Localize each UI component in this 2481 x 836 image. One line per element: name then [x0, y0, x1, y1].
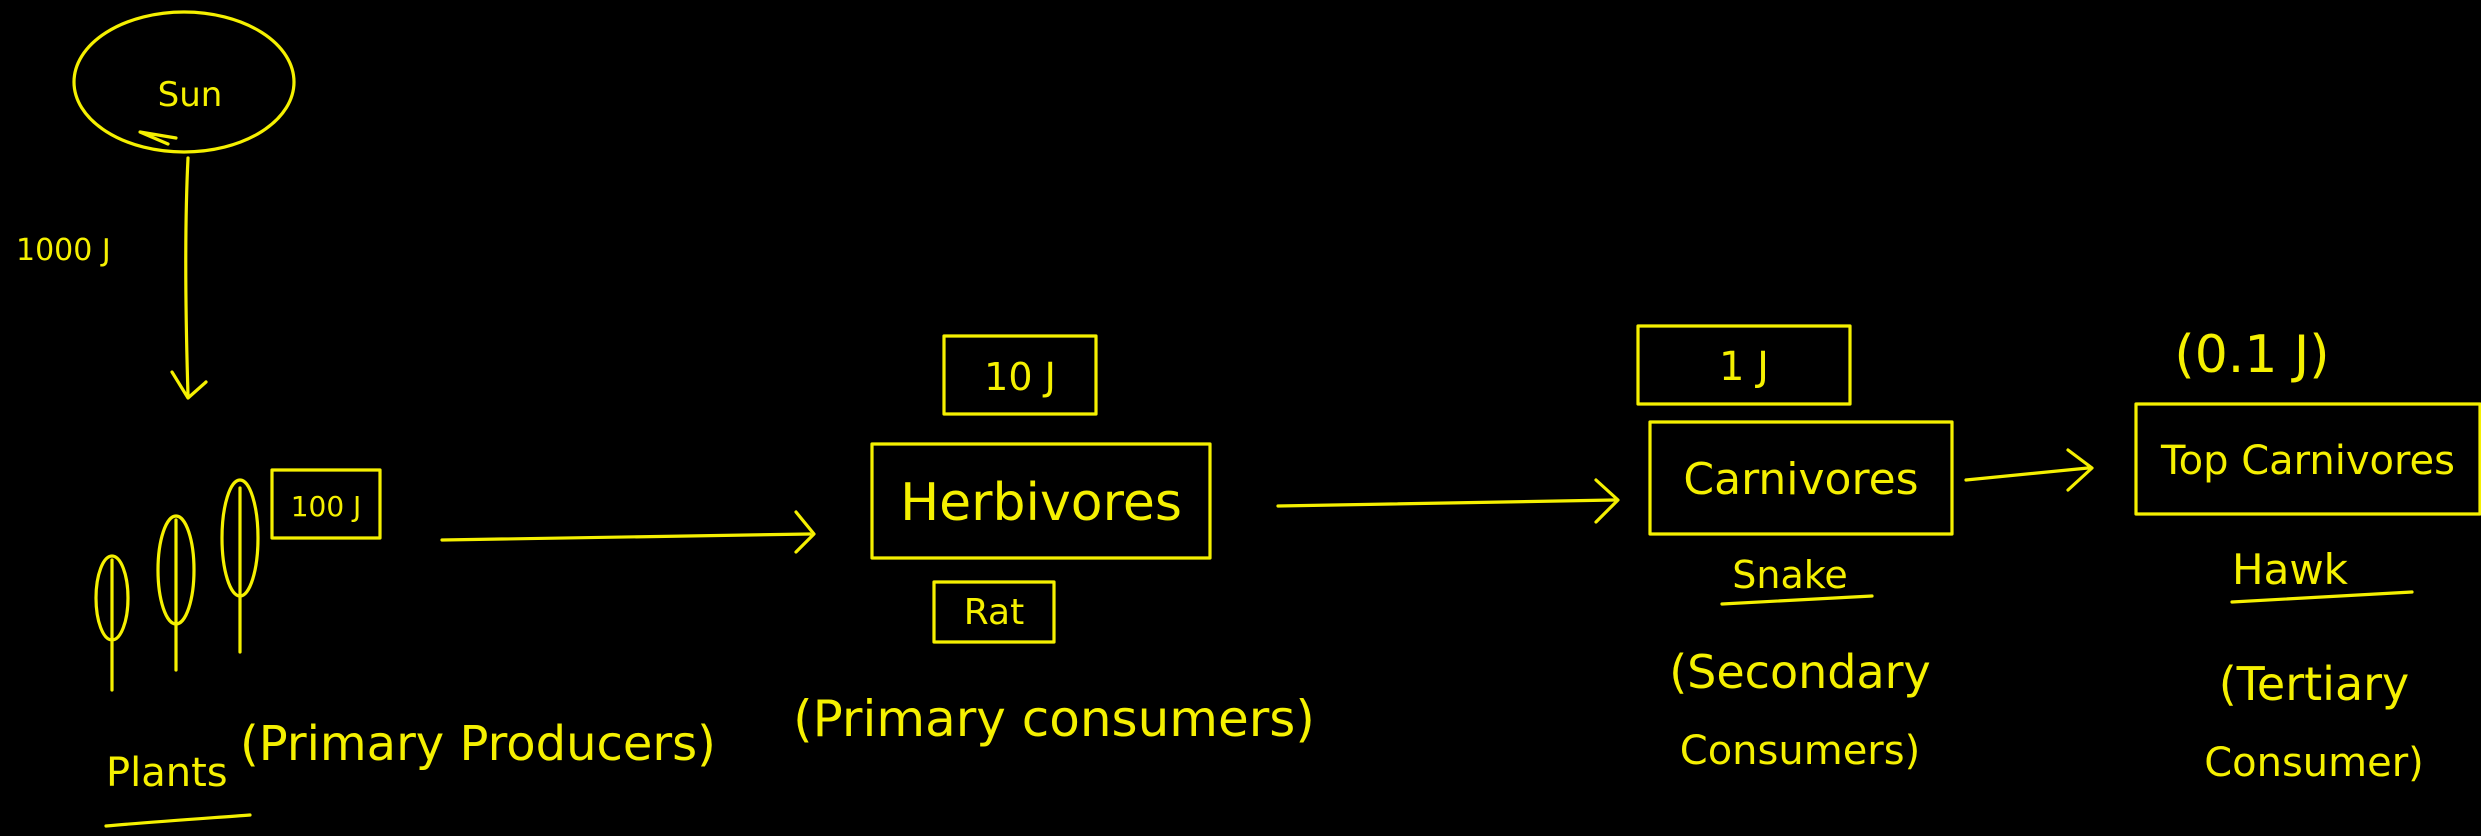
hawk-underline	[2230, 590, 2414, 604]
herbivores-label: Herbivores	[900, 473, 1182, 533]
carnivores-to-top-arrow	[1964, 466, 2090, 482]
carnivores-label: Carnivores	[1683, 454, 1918, 505]
carnivores-energy-box	[1636, 324, 1852, 406]
plants-role: (Primary Producers)	[240, 716, 716, 772]
plants-energy-label: 100 J	[291, 490, 362, 523]
top-carnivores-example: Hawk	[2232, 545, 2349, 594]
plants-icon	[94, 478, 260, 692]
herbivores-energy-box	[942, 334, 1098, 416]
plants-label: Plants	[106, 750, 228, 796]
top-carnivores-energy-label: (0.1 J)	[2174, 325, 2329, 385]
top-carnivores-role-line1: (Tertiary	[2219, 657, 2410, 711]
herbivores-to-carnivores-arrowhead	[1594, 478, 1620, 524]
snake-underline	[1720, 594, 1874, 606]
sun-arrow-tail	[138, 130, 178, 146]
plants-to-herbivores-arrowhead	[794, 510, 816, 554]
rat-box	[932, 580, 1056, 644]
top-carnivores-box	[2134, 402, 2481, 516]
herbivores-to-carnivores-arrow	[1276, 498, 1616, 508]
carnivores-energy-label: 1 J	[1719, 344, 1769, 390]
plants-to-herbivores-arrow	[440, 532, 812, 542]
carnivores-example: Snake	[1732, 553, 1848, 597]
herbivores-energy-label: 10 J	[984, 355, 1056, 399]
sun-energy-label: 1000 J	[16, 233, 111, 268]
sun-label: Sun	[158, 75, 223, 115]
top-carnivores-role-line2: Consumer)	[2204, 740, 2424, 786]
sun-to-plants-arrowhead	[170, 370, 208, 400]
herbivores-example: Rat	[964, 592, 1024, 633]
carnivores-role-line1: (Secondary	[1669, 645, 1931, 699]
carnivores-box	[1648, 420, 1954, 536]
carnivores-role-line2: Consumers)	[1680, 728, 1920, 774]
plants-energy-box	[270, 468, 382, 540]
herbivores-box	[870, 442, 1212, 560]
sun-circle	[72, 10, 296, 154]
sun-to-plants-arrow	[184, 156, 190, 397]
herbivores-role: (Primary consumers)	[793, 690, 1315, 748]
top-carnivores-label: Top Carnivores	[2160, 438, 2455, 484]
carnivores-to-top-arrowhead	[2066, 448, 2094, 492]
plants-underline	[104, 813, 252, 828]
